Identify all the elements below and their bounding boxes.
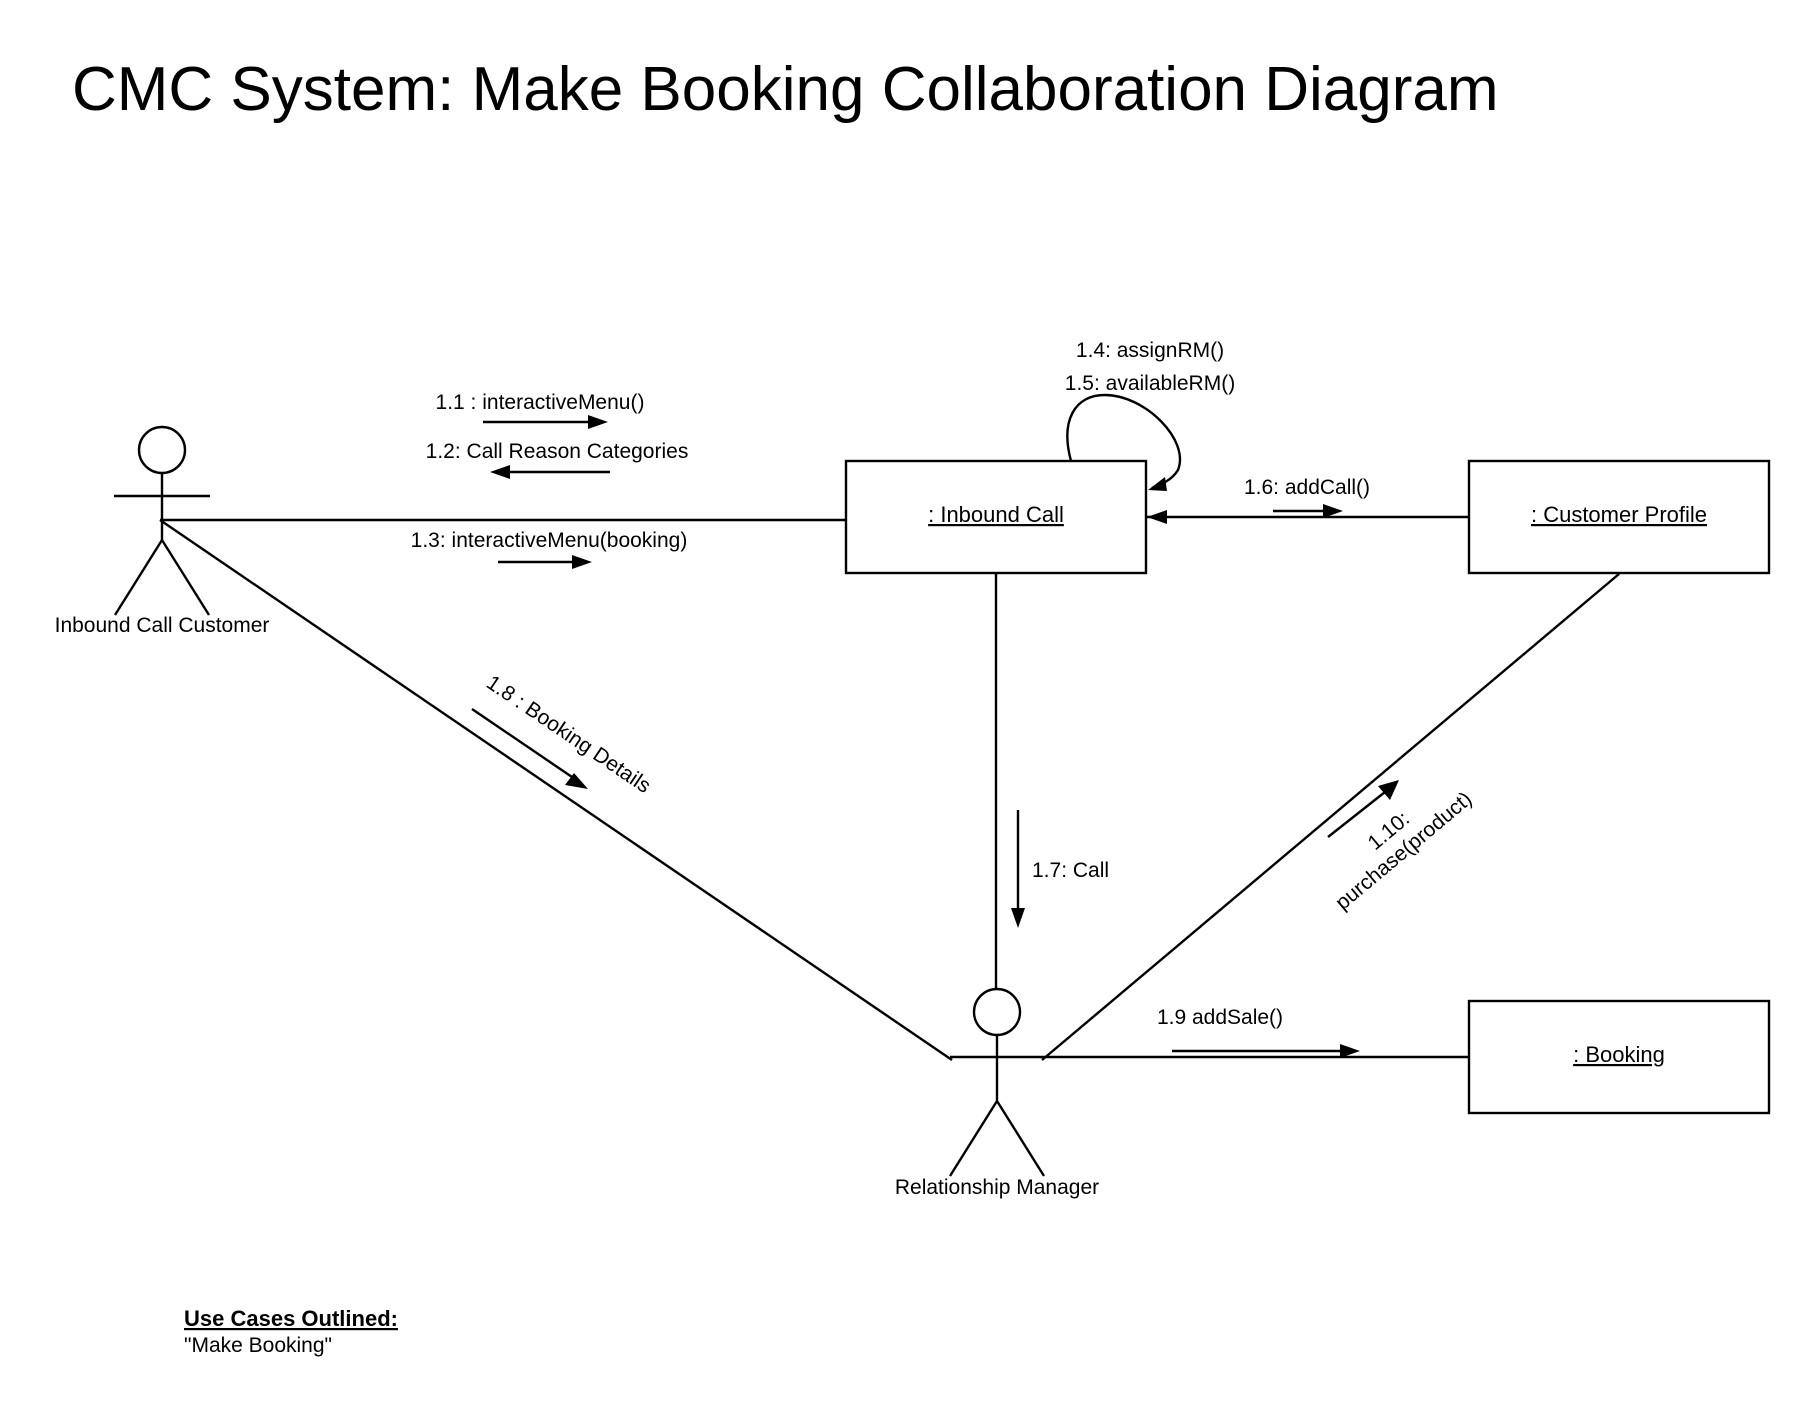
message-1-1-arrowhead: [588, 415, 608, 429]
use-cases-text: "Make Booking": [184, 1334, 332, 1357]
message-1-7-arrowhead: [1011, 908, 1025, 928]
message-1-8-arrow: [471, 708, 573, 778]
message-1-2-arrowhead: [490, 465, 510, 479]
object-inbound-call-label: : Inbound Call: [928, 502, 1064, 527]
object-booking-label: : Booking: [1573, 1042, 1665, 1067]
message-1-10-arrow: [1327, 791, 1386, 838]
use-cases-heading: Use Cases Outlined:: [184, 1306, 398, 1331]
message-1-6-arrowhead: [1323, 504, 1343, 518]
message-1-9-label: 1.9 addSale(): [1157, 1006, 1283, 1029]
link-profile-inboundcall-arrowhead: [1147, 510, 1167, 524]
diagram-title: CMC System: Make Booking Collaboration D…: [72, 55, 1499, 124]
message-1-3-arrowhead: [572, 555, 592, 569]
object-customer-profile-label: : Customer Profile: [1531, 502, 1707, 527]
actor-inbound-call-customer-label: Inbound Call Customer: [55, 614, 270, 637]
object-booking: : Booking: [1467, 999, 1771, 1115]
message-1-9-arrowhead: [1340, 1044, 1360, 1058]
message-1-8-arrowhead: [565, 773, 588, 789]
object-inbound-call: : Inbound Call: [844, 459, 1148, 575]
actor-relationship-manager: Relationship Manager: [895, 987, 1099, 1199]
message-1-3-label: 1.3: interactiveMenu(booking): [411, 529, 688, 552]
actor-inbound-call-customer: Inbound Call Customer: [55, 425, 270, 637]
message-1-7-label: 1.7: Call: [1032, 859, 1109, 882]
link-profile-manager: [1041, 573, 1620, 1061]
actor-relationship-manager-label: Relationship Manager: [895, 1176, 1099, 1199]
self-loop-arrowhead: [1148, 477, 1167, 491]
message-1-10-arrowhead: [1378, 780, 1399, 800]
message-1-2-label: 1.2: Call Reason Categories: [426, 440, 689, 463]
object-customer-profile: : Customer Profile: [1467, 459, 1771, 575]
message-1-1-label: 1.1 : interactiveMenu(): [436, 391, 645, 414]
message-1-6-label: 1.6: addCall(): [1244, 476, 1370, 499]
link-customer-manager: [159, 519, 953, 1061]
message-1-10-label-line2: purchase(product): [1331, 787, 1476, 914]
message-1-5-label: 1.5: availableRM(): [1065, 372, 1235, 395]
self-loop-inboundcall: [1066, 393, 1182, 490]
message-1-4-label: 1.4: assignRM(): [1076, 339, 1224, 362]
